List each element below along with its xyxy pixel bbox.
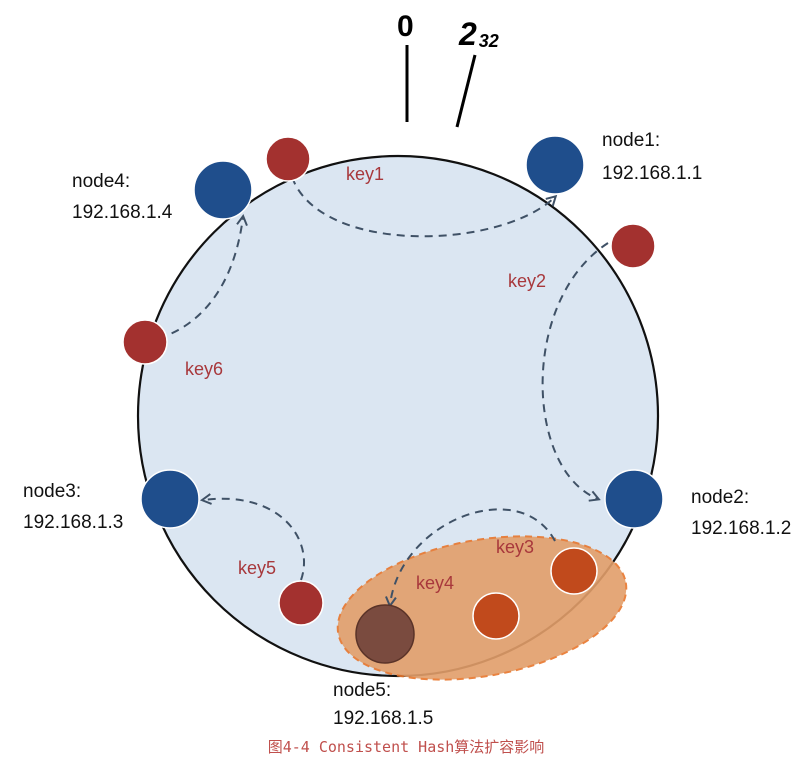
node4-label: node4: 192.168.1.4 (72, 171, 173, 223)
node2-label: node2: 192.168.1.2 (691, 487, 791, 539)
key4-label: key4 (416, 573, 454, 593)
node5-name: node5: (333, 680, 391, 701)
key4-point (472, 592, 520, 640)
node4-name: node4: (72, 171, 130, 192)
key1-label: key1 (346, 164, 384, 184)
ring-max-exponent: 32 (479, 31, 499, 51)
node2-point (604, 469, 664, 529)
arrow-key1-node1 (291, 176, 555, 238)
node3-ip: 192.168.1.3 (23, 512, 123, 533)
arrow-key3-node5 (390, 508, 556, 605)
node5-point (355, 604, 415, 664)
node1-ip: 192.168.1.1 (602, 163, 702, 184)
node1-point (525, 135, 585, 195)
key2-label: key2 (508, 271, 546, 291)
node3-label: node3: 192.168.1.3 (23, 481, 123, 533)
key6-label: key6 (185, 359, 223, 379)
node4-point (193, 160, 253, 220)
node1-label: node1: 192.168.1.1 (602, 130, 702, 184)
node5-label: node5: 192.168.1.5 (333, 680, 433, 729)
key5-label: key5 (238, 558, 276, 578)
key6-point (122, 319, 168, 365)
node3-name: node3: (23, 481, 81, 502)
key3-point (550, 547, 598, 595)
key5-point (278, 580, 324, 626)
key1-point (265, 136, 311, 182)
ring-max-base: 2 (458, 16, 477, 52)
node2-name: node2: (691, 487, 749, 508)
node5-ip: 192.168.1.5 (333, 708, 433, 729)
key2-point (610, 223, 656, 269)
node1-name: node1: (602, 130, 660, 151)
node4-ip: 192.168.1.4 (72, 202, 173, 223)
arrow-key2-node2 (541, 242, 609, 499)
node3-point (140, 469, 200, 529)
node2-ip: 192.168.1.2 (691, 518, 791, 539)
ring-zero-label: 0 (397, 10, 414, 43)
figure-caption: 图4-4 Consistent Hash算法扩容影响 (268, 738, 545, 756)
key3-label: key3 (496, 537, 534, 557)
arrow-key5-node3 (203, 499, 306, 581)
ring-max-tick (455, 54, 477, 128)
